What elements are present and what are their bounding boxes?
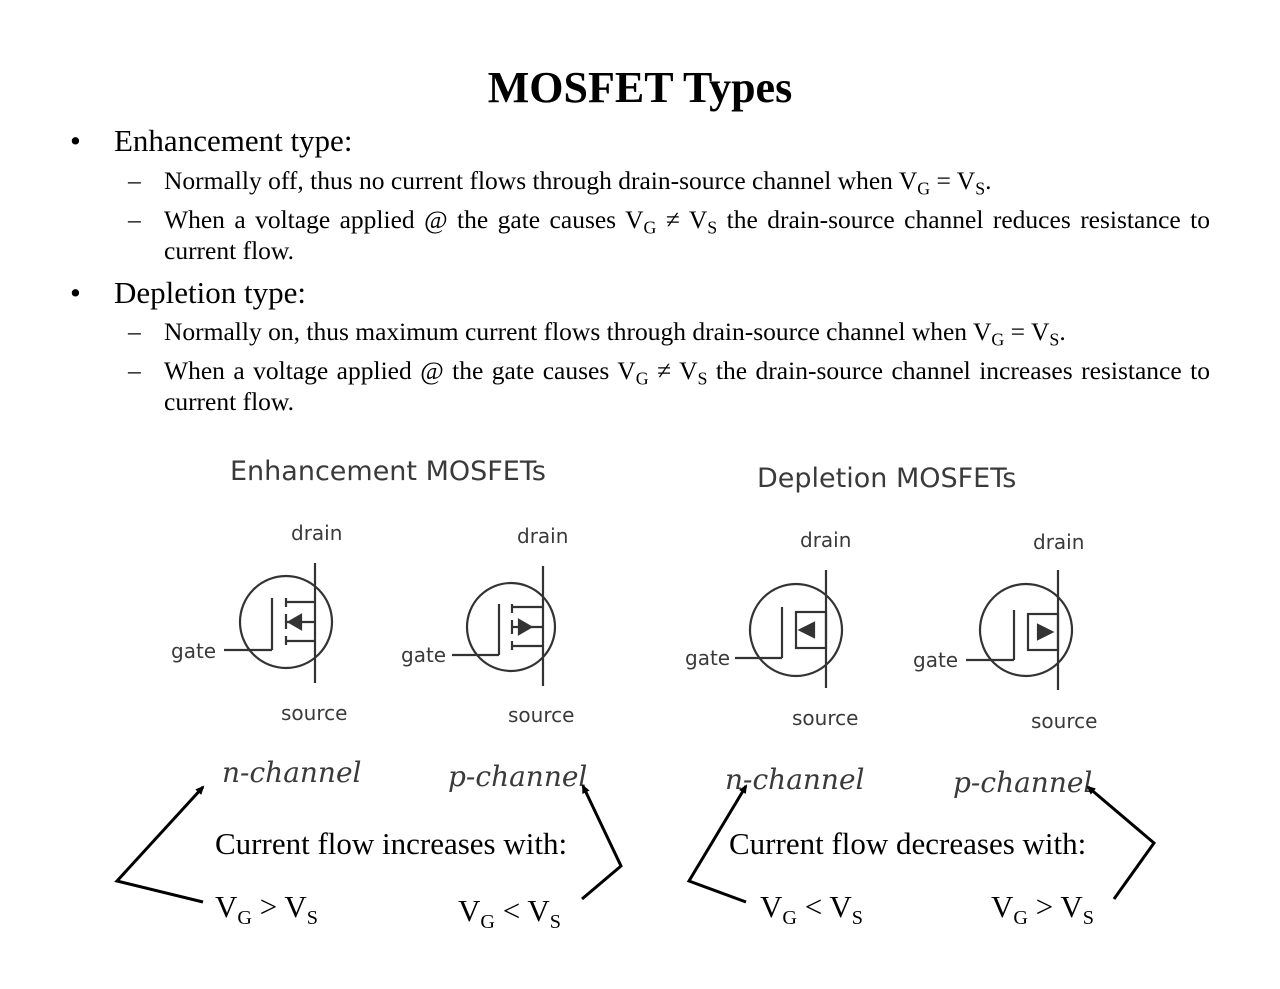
depletion-n-channel-symbol: drain gate source	[685, 528, 858, 730]
sub-item-text: When a voltage applied @ the gate causes…	[164, 356, 1210, 416]
flow-increases-label: Current flow increases with:	[215, 826, 568, 861]
source-label: source	[508, 703, 574, 727]
gate-label: gate	[401, 643, 446, 667]
drain-label: drain	[800, 528, 851, 552]
source-label: source	[792, 706, 858, 730]
enhancement-n-channel-symbol: drain gate source	[171, 521, 347, 725]
condition-vg-gt-vs: VG > VS	[215, 889, 318, 930]
source-label: source	[281, 701, 347, 725]
bullet-heading: Enhancement type:	[114, 123, 353, 158]
arrow-enh-p	[581, 784, 623, 901]
enhancement-p-channel-symbol: drain gate source	[401, 524, 574, 727]
gate-label: gate	[685, 646, 730, 670]
bullet-dot: •	[70, 123, 81, 158]
sub-item-text: Normally off, thus no current flows thro…	[164, 166, 992, 199]
bullet-dot: •	[70, 275, 81, 310]
arrow-enh-n	[114, 785, 205, 904]
gate-label: gate	[171, 639, 216, 663]
gate-label: gate	[913, 648, 958, 672]
drain-label: drain	[517, 524, 568, 548]
flow-decreases-label: Current flow decreases with:	[729, 826, 1087, 861]
condition-vg-gt-vs: VG > VS	[991, 889, 1094, 930]
condition-vg-lt-vs: VG < VS	[458, 893, 561, 934]
arrow-dep-p	[1086, 785, 1157, 900]
depletion-title: Depletion MOSFETs	[757, 463, 1016, 494]
dash: –	[128, 166, 141, 195]
enhancement-n-channel-label: n-channel	[222, 756, 362, 789]
enhancement-p-channel-label: p-channel	[448, 760, 587, 793]
arrow-dep-n	[686, 784, 748, 904]
source-label: source	[1031, 709, 1097, 733]
drain-label: drain	[1033, 530, 1084, 554]
page-title: MOSFET Types	[487, 63, 793, 112]
bullet-heading: Depletion type:	[114, 275, 306, 310]
sub-item-text: When a voltage applied @ the gate causes…	[164, 205, 1211, 265]
dash: –	[128, 317, 141, 346]
drain-label: drain	[291, 521, 342, 545]
condition-vg-lt-vs: VG < VS	[760, 889, 863, 930]
dash: –	[128, 356, 141, 385]
depletion-n-channel-label: n-channel	[725, 763, 865, 796]
enhancement-title: Enhancement MOSFETs	[230, 456, 546, 487]
dash: –	[128, 205, 141, 234]
depletion-p-channel-symbol: drain gate source	[913, 530, 1097, 733]
sub-item-text: Normally on, thus maximum current flows …	[164, 317, 1066, 350]
depletion-p-channel-label: p-channel	[953, 766, 1092, 799]
